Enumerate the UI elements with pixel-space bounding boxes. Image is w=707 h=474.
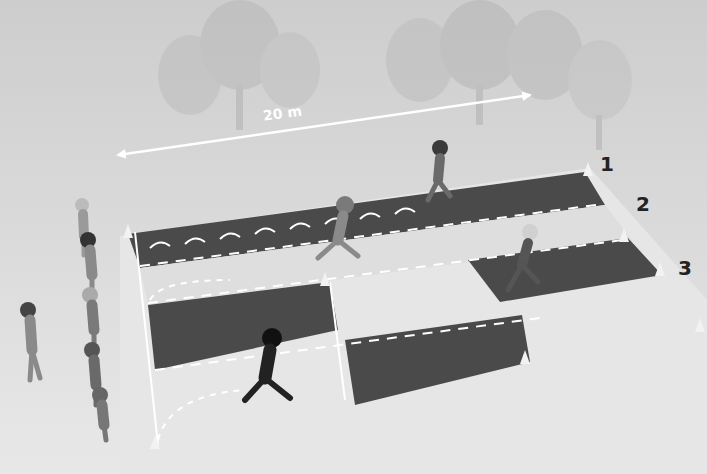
- children: [20, 140, 538, 440]
- child-leg: [508, 265, 522, 290]
- cone: [320, 272, 330, 286]
- cones: [123, 162, 705, 449]
- lane-number: 2: [636, 192, 650, 216]
- dimension-arrow: [118, 95, 530, 155]
- child-leg: [32, 350, 40, 378]
- child-body: [94, 360, 96, 385]
- lane-line: [155, 318, 540, 370]
- child-body: [265, 350, 270, 378]
- child-leg: [104, 425, 106, 440]
- child-runner: [428, 140, 450, 200]
- child-waiting: [80, 232, 96, 295]
- cone: [583, 162, 593, 176]
- child-waiting: [92, 387, 108, 440]
- child-waiting: [20, 302, 40, 380]
- cone: [520, 350, 530, 364]
- tree: [568, 40, 632, 120]
- child-body: [102, 405, 104, 425]
- child-runner: [318, 196, 358, 258]
- child-body: [90, 250, 92, 275]
- lane-line: [140, 204, 603, 266]
- child-runner: [508, 224, 538, 290]
- lane-line: [148, 239, 630, 303]
- tree-trunk: [236, 85, 243, 130]
- child-leg: [438, 180, 450, 196]
- start-line: [135, 232, 158, 445]
- lane-number: 3: [678, 256, 692, 280]
- divider-line: [330, 282, 345, 400]
- child-body: [92, 305, 94, 330]
- tree-trunk: [476, 85, 483, 125]
- child-body: [438, 158, 440, 180]
- run-path: [158, 390, 245, 440]
- child-body: [30, 320, 32, 350]
- child-leg: [245, 378, 265, 400]
- trees: [158, 0, 632, 150]
- tree-trunk: [596, 115, 602, 150]
- child-waiting: [82, 287, 98, 350]
- child-body: [522, 243, 528, 265]
- tree: [260, 32, 320, 108]
- child-runner: [245, 328, 290, 400]
- child-body: [338, 216, 343, 240]
- lane-3-block: [148, 282, 338, 370]
- ground: [120, 168, 707, 474]
- child-leg: [522, 265, 538, 282]
- cone: [123, 224, 133, 238]
- child-leg: [318, 240, 338, 258]
- cone: [695, 318, 705, 332]
- child-leg: [265, 378, 290, 398]
- cone: [619, 228, 629, 242]
- child-leg: [428, 180, 438, 200]
- cone: [150, 435, 160, 449]
- child-body: [83, 214, 84, 236]
- lane-number: 1: [600, 152, 614, 176]
- cone: [655, 262, 665, 276]
- lane-3-block: [345, 315, 530, 405]
- jump-marks: [150, 208, 415, 248]
- child-head: [522, 224, 538, 240]
- child-leg: [338, 240, 358, 256]
- run-path: [150, 280, 230, 300]
